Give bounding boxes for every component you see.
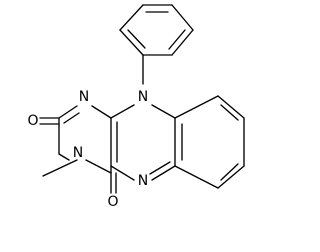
bond-phenyl-4 (171, 29, 194, 56)
bond-phenyl-inner-3 (127, 29, 146, 49)
bond-right-inner-1 (220, 104, 239, 121)
bond-left-upper (58, 105, 78, 119)
bond-lines (39, 4, 245, 194)
bond-phenyl-inner-2 (168, 29, 186, 50)
bond-right-inner-2 (220, 163, 239, 181)
bond-methyl (42, 159, 78, 177)
atom-o-lower: O (107, 194, 118, 210)
bond-middle-bottom-left (110, 165, 135, 181)
bond-right-2 (217, 95, 245, 119)
bond-left-to-nmethyl (58, 153, 70, 161)
bond-nmethyl-to-bottom (85, 159, 112, 174)
atom-n-ring-left: N (79, 89, 89, 105)
atom-n-bottom: N (138, 173, 148, 189)
bond-phenyl-1 (119, 4, 144, 31)
bond-left-upper-double (63, 112, 80, 124)
bond-left-top (91, 105, 112, 119)
bond-middle-bottom-right (151, 165, 176, 181)
chemical-structure-diagram: N N N N O O (27, 4, 245, 210)
atom-labels: N N N N O O (27, 89, 148, 210)
bond-phenyl-6 (119, 29, 144, 56)
atom-n-methyl: N (73, 145, 83, 161)
bond-right-5 (174, 165, 219, 189)
atom-n-phenyl: N (138, 89, 148, 105)
atom-o-upper: O (27, 113, 38, 129)
bond-right-1 (174, 95, 219, 119)
bond-n-to-right-top (151, 104, 176, 119)
bond-phenyl-3 (171, 4, 194, 31)
bond-middle-bottom-right-double (149, 161, 171, 175)
bond-right-4 (217, 165, 245, 189)
bond-n-to-left-top (110, 104, 135, 119)
